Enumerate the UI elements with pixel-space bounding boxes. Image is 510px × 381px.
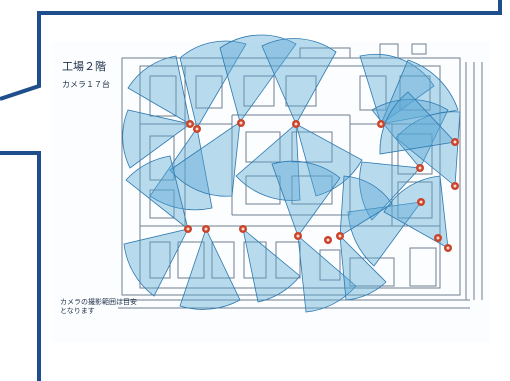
coverage-note: カメラの撮影範囲は目安となります <box>60 298 137 315</box>
camera-marker-icon <box>184 225 192 233</box>
coverage-area <box>271 160 341 237</box>
camera-marker-icon <box>416 164 424 172</box>
coverage-area <box>339 234 387 301</box>
coverage-area <box>297 235 357 313</box>
camera-marker-icon <box>377 120 385 128</box>
coverage-area <box>149 126 213 211</box>
coverage-area <box>169 121 241 197</box>
coverage-area <box>379 91 456 155</box>
coverage-area <box>235 123 301 201</box>
coverage-area <box>383 175 449 249</box>
camera-marker-icon <box>336 232 344 240</box>
coverage-area <box>179 227 241 310</box>
camera-marker-icon <box>451 182 459 190</box>
camera-marker-icon <box>324 236 332 244</box>
camera-marker-icon <box>294 232 302 240</box>
coverage-area <box>371 99 449 169</box>
coverage-area <box>125 155 189 231</box>
coverage-area <box>339 175 393 237</box>
camera-marker-icon <box>237 119 245 127</box>
camera-marker-icon <box>434 234 442 242</box>
camera-marker-icon <box>239 225 247 233</box>
camera-marker-icon <box>451 138 459 146</box>
camera-marker-icon <box>292 120 300 128</box>
camera-marker-icon <box>202 225 210 233</box>
coverage-area <box>380 59 459 125</box>
coverage-area <box>219 34 297 123</box>
camera-marker-icon <box>193 125 201 133</box>
camera-markers <box>184 119 459 252</box>
camera-coverage-areas <box>122 34 461 313</box>
camera-marker-icon <box>444 244 452 252</box>
page-title: 工場２階 <box>62 60 106 73</box>
coverage-area <box>359 161 421 221</box>
coverage-area <box>122 109 191 169</box>
coverage-area <box>261 38 337 125</box>
frame-top-line <box>0 0 502 101</box>
coverage-area <box>295 123 363 197</box>
camera-marker-icon <box>417 198 425 206</box>
coverage-area <box>242 227 301 303</box>
camera-count-label: カメラ１７台 <box>62 80 110 89</box>
camera-marker-icon <box>186 120 194 128</box>
floor-plan-sheet <box>52 42 490 342</box>
coverage-area <box>179 40 247 130</box>
coverage-area <box>347 201 422 267</box>
coverage-area <box>123 228 189 297</box>
coverage-area <box>127 55 191 125</box>
frame-left-line <box>0 151 41 381</box>
